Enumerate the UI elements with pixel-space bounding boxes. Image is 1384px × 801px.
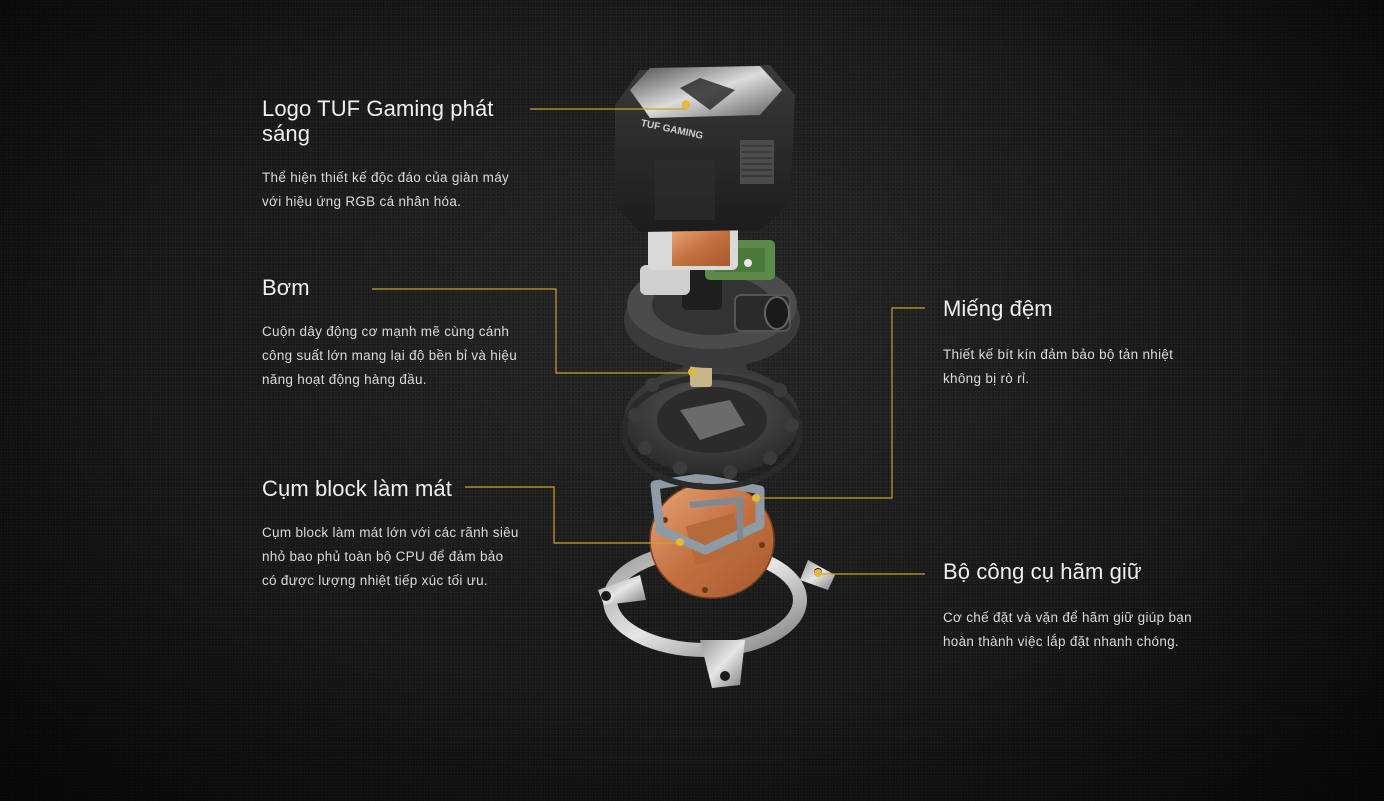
- feature-mount-desc: Cơ chế đặt và vặn để hãm giữ giúp bạn ho…: [943, 610, 1192, 649]
- feature-mount: Bộ công cụ hãm giữ Cơ chế đặt và vặn để …: [943, 559, 1213, 654]
- feature-logo: Logo TUF Gaming phát sáng Thể hiện thiết…: [262, 96, 522, 214]
- gear-ring: [621, 361, 803, 490]
- feature-pad: Miếng đệm Thiết kế bít kín đảm bảo bộ tả…: [943, 296, 1213, 391]
- feature-mount-title: Bộ công cụ hãm giữ: [943, 559, 1142, 584]
- feature-pump-title: Bơm: [262, 275, 310, 300]
- feature-pad-title: Miếng đệm: [943, 296, 1053, 321]
- feature-block: Cụm block làm mát Cụm block làm mát lớn …: [262, 476, 522, 593]
- feature-block-title: Cụm block làm mát: [262, 476, 452, 501]
- tuf-gaming-cap: TUF GAMING: [615, 65, 795, 232]
- feature-pump-desc: Cuộn dây động cơ mạnh mẽ cùng cánh công …: [262, 324, 518, 387]
- feature-logo-desc: Thể hiện thiết kế độc đáo của giàn máy v…: [262, 170, 510, 209]
- feature-block-desc: Cụm block làm mát lớn với các rãnh siêu …: [262, 525, 519, 588]
- feature-pad-desc: Thiết kế bít kín đảm bảo bộ tản nhiệt kh…: [943, 347, 1174, 386]
- feature-logo-title: Logo TUF Gaming phát sáng: [262, 96, 494, 146]
- feature-pump: Bơm Cuộn dây động cơ mạnh mẽ cùng cánh c…: [262, 275, 522, 392]
